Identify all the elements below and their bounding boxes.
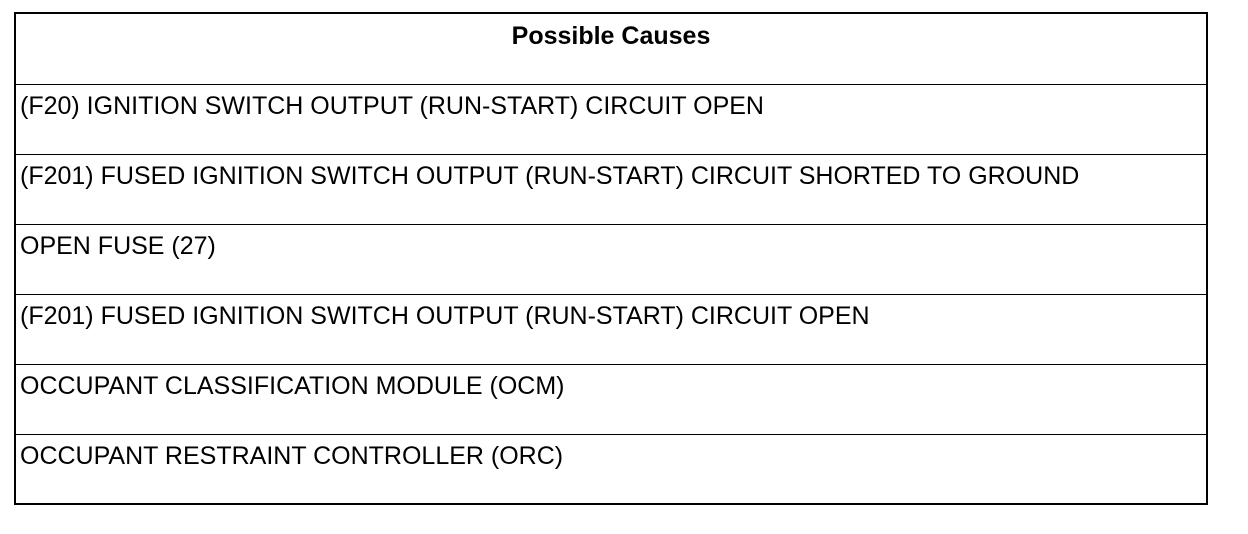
- header-row: Possible Causes: [14, 12, 1208, 85]
- header-possible-causes: Possible Causes: [14, 12, 1208, 85]
- table-row: OCCUPANT CLASSIFICATION MODULE (OCM): [14, 363, 1208, 435]
- table-row: OCCUPANT RESTRAINT CONTROLLER (ORC): [14, 433, 1208, 505]
- cause-cell: OCCUPANT RESTRAINT CONTROLLER (ORC): [14, 433, 1208, 505]
- table-row: (F20) IGNITION SWITCH OUTPUT (RUN-START)…: [14, 83, 1208, 155]
- table-row: (F201) FUSED IGNITION SWITCH OUTPUT (RUN…: [14, 153, 1208, 225]
- table-head: Possible Causes: [14, 12, 1208, 85]
- table-row: OPEN FUSE (27): [14, 223, 1208, 295]
- cause-cell: OCCUPANT CLASSIFICATION MODULE (OCM): [14, 363, 1208, 435]
- cause-cell: (F20) IGNITION SWITCH OUTPUT (RUN-START)…: [14, 83, 1208, 155]
- table-body: (F20) IGNITION SWITCH OUTPUT (RUN-START)…: [14, 83, 1208, 505]
- table-row: (F201) FUSED IGNITION SWITCH OUTPUT (RUN…: [14, 293, 1208, 365]
- cause-cell: (F201) FUSED IGNITION SWITCH OUTPUT (RUN…: [14, 153, 1208, 225]
- possible-causes-table: Possible Causes (F20) IGNITION SWITCH OU…: [14, 12, 1208, 505]
- cause-cell: (F201) FUSED IGNITION SWITCH OUTPUT (RUN…: [14, 293, 1208, 365]
- cause-cell: OPEN FUSE (27): [14, 223, 1208, 295]
